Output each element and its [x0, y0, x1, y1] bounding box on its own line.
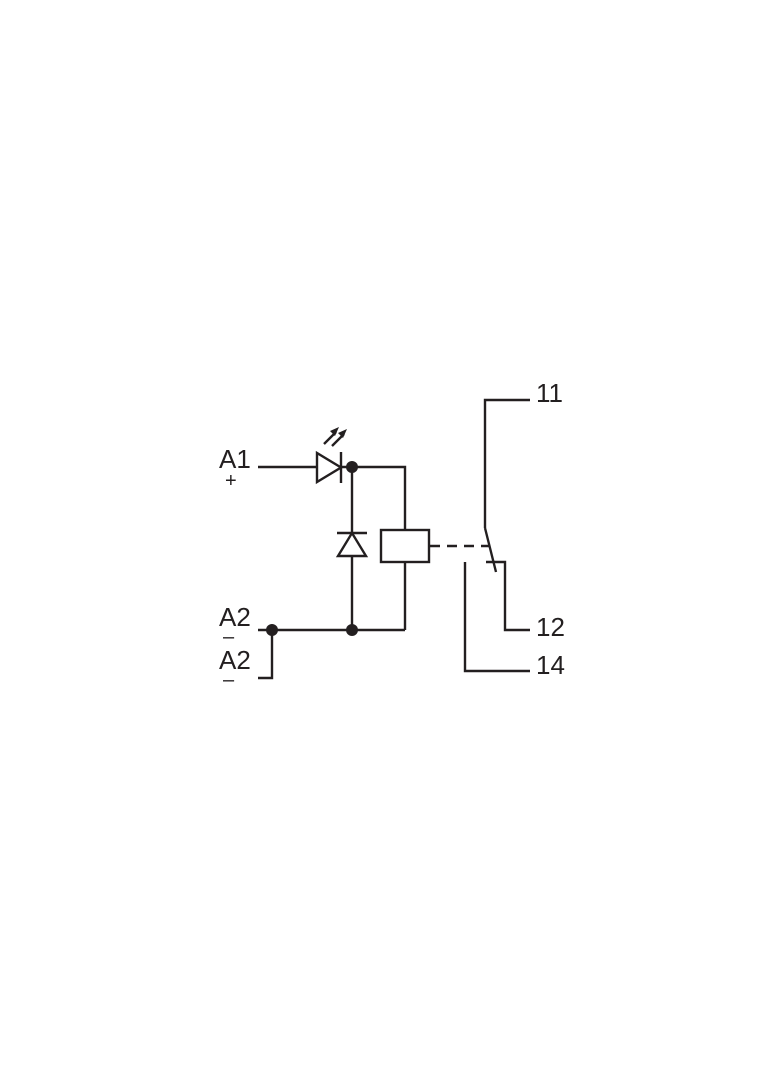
terminal-a1-polarity: + [225, 470, 237, 492]
terminal-a2-top-label: A2 [219, 602, 251, 632]
terminal-a1-label: A1 [219, 444, 251, 474]
terminal-a2-top-polarity: – [223, 626, 235, 648]
junction-bottom [346, 624, 358, 636]
terminal-a2-bottom-label: A2 [219, 645, 251, 675]
a2-bridge-wire [258, 630, 274, 680]
top-rail-wire [341, 465, 407, 530]
terminal-14-label: 14 [536, 650, 565, 680]
terminal-11-label: 11 [536, 378, 563, 408]
led-diode-icon [315, 427, 347, 485]
terminal-a2-bottom-polarity: – [223, 669, 235, 691]
changeover-contact-icon [463, 398, 530, 673]
relay-coil-icon [379, 528, 431, 564]
terminal-12-label: 12 [536, 612, 565, 642]
freewheel-diode-icon [335, 530, 369, 558]
